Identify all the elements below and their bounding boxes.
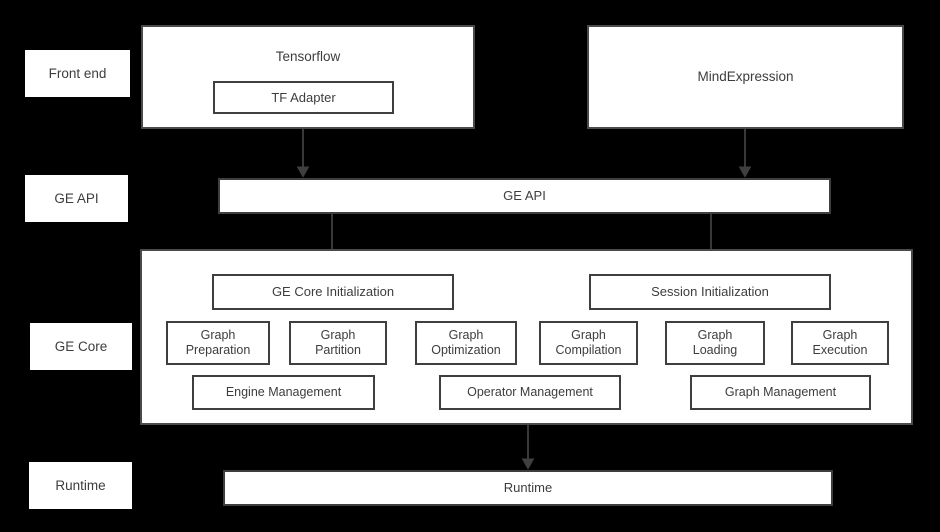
ge-api-bar[interactable]: GE API	[218, 178, 831, 214]
rail-label-ge-api: GE API	[25, 175, 128, 222]
tf-adapter-label: TF Adapter	[271, 89, 336, 105]
rail-label-ge-core: GE Core	[30, 323, 132, 370]
operator-management-node[interactable]: Operator Management	[439, 375, 621, 410]
graph-optimization-node[interactable]: Graph Optimization	[415, 321, 517, 365]
operator-management-label: Operator Management	[467, 385, 593, 400]
rail-label-front-end-text: Front end	[48, 65, 107, 81]
graph-partition-node[interactable]: Graph Partition	[289, 321, 387, 365]
runtime-bar-label: Runtime	[503, 480, 553, 496]
graph-compilation-node[interactable]: Graph Compilation	[539, 321, 638, 365]
ge-core-initialization-node[interactable]: GE Core Initialization	[212, 274, 454, 310]
mindexpression-group: MindExpression	[587, 25, 904, 129]
graph-execution-node[interactable]: Graph Execution	[791, 321, 889, 365]
rail-label-runtime: Runtime	[29, 462, 132, 509]
engine-management-label: Engine Management	[225, 385, 342, 400]
graph-loading-label: Graph Loading	[692, 328, 738, 357]
runtime-bar[interactable]: Runtime	[223, 470, 833, 506]
session-initialization-node[interactable]: Session Initialization	[589, 274, 831, 310]
rail-label-ge-api-text: GE API	[54, 190, 99, 206]
engine-management-node[interactable]: Engine Management	[192, 375, 375, 410]
graph-management-label: Graph Management	[724, 385, 837, 400]
ge-core-initialization-label: GE Core Initialization	[271, 284, 395, 300]
graph-execution-label: Graph Execution	[812, 328, 868, 357]
tensorflow-group-title: Tensorflow	[275, 49, 341, 64]
graph-compilation-label: Graph Compilation	[555, 328, 622, 357]
graph-loading-node[interactable]: Graph Loading	[665, 321, 765, 365]
rail-label-ge-core-text: GE Core	[54, 338, 108, 354]
graph-partition-label: Graph Partition	[315, 328, 361, 357]
rail-label-runtime-text: Runtime	[55, 477, 106, 493]
graph-management-node[interactable]: Graph Management	[690, 375, 871, 410]
graph-preparation-label: Graph Preparation	[185, 328, 251, 357]
session-initialization-label: Session Initialization	[651, 284, 769, 300]
mindexpression-group-title: MindExpression	[697, 69, 794, 84]
graph-preparation-node[interactable]: Graph Preparation	[166, 321, 270, 365]
tf-adapter-node[interactable]: TF Adapter	[213, 81, 394, 114]
ge-api-bar-label: GE API	[503, 188, 546, 204]
rail-label-front-end: Front end	[25, 50, 130, 97]
graph-optimization-label: Graph Optimization	[431, 328, 501, 357]
